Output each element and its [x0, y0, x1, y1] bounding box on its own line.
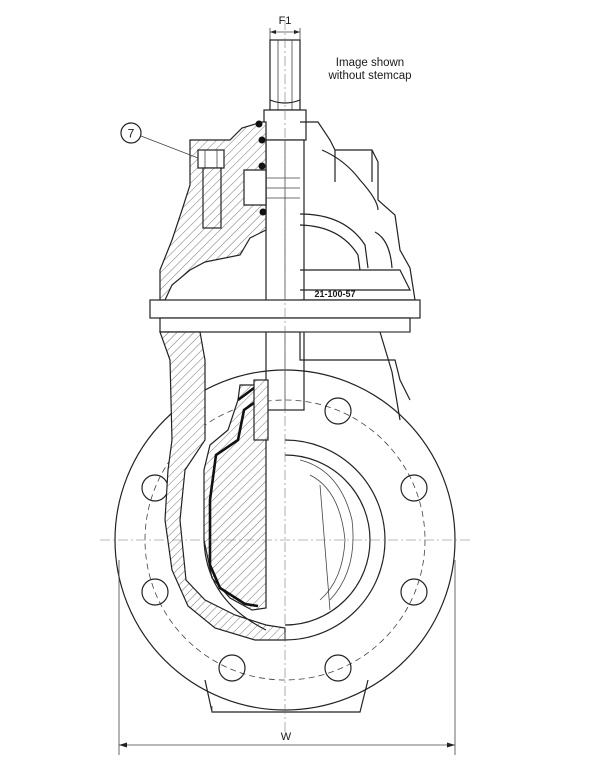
casting-mark: 21-100-57 — [314, 289, 355, 299]
note-line-1: Image shown — [336, 57, 404, 69]
valve-base — [204, 679, 369, 713]
w-label: W — [281, 731, 292, 743]
part-callout-label: 7 — [128, 127, 135, 141]
bonnet: 21-100-57 — [157, 120, 416, 314]
note-line-2: without stemcap — [327, 70, 411, 82]
w-dimension: W — [118, 560, 456, 755]
part-callout-7: 7 — [120, 122, 199, 159]
